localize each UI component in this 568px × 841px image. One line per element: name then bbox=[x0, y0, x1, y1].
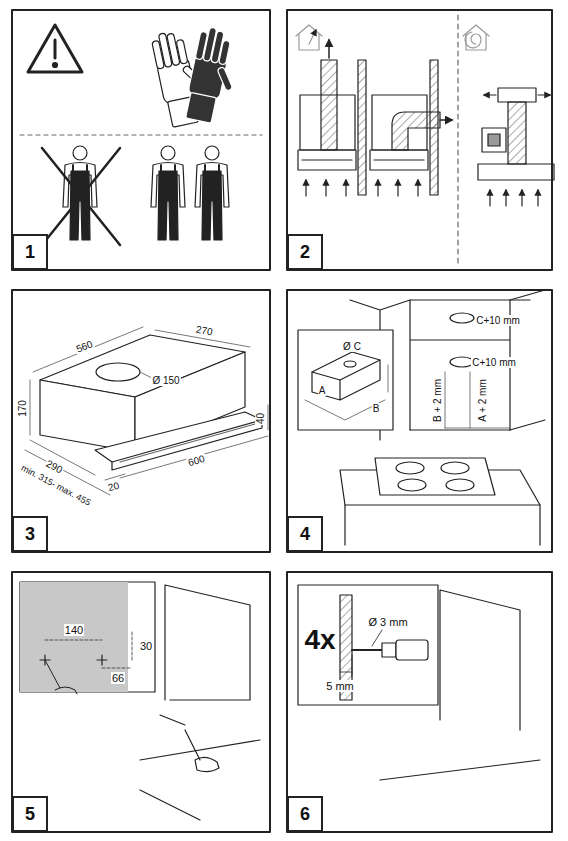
step-number-text: 6 bbox=[300, 804, 310, 825]
dimension-label: Ø C bbox=[342, 341, 362, 352]
drilling-drawing bbox=[298, 585, 540, 780]
extraction-icon bbox=[296, 25, 322, 50]
step-number-text: 4 bbox=[300, 524, 310, 545]
dimension-label: C+10 mm bbox=[471, 357, 517, 368]
dimension-label: 66 bbox=[111, 672, 125, 684]
step-number: 6 bbox=[287, 796, 323, 832]
gloves bbox=[151, 25, 245, 128]
dimension-label: 170 bbox=[17, 399, 28, 418]
divider bbox=[20, 134, 262, 135]
step-number-text: 2 bbox=[300, 242, 310, 263]
quantity-label: 4x bbox=[303, 625, 336, 656]
dimension-label: 290 bbox=[43, 457, 65, 475]
dimension-label: 5 mm bbox=[325, 680, 355, 692]
step-number: 4 bbox=[287, 516, 323, 552]
ducted-hood-horizontal bbox=[370, 60, 452, 196]
dimension-label: A + 2 mm bbox=[476, 378, 487, 423]
recirculation-hood bbox=[478, 88, 554, 206]
recirculation-icon bbox=[463, 25, 489, 50]
dimension-label: 270 bbox=[194, 323, 214, 337]
divider bbox=[457, 15, 458, 265]
dimension-label: 600 bbox=[186, 452, 207, 468]
dimension-label: 40 bbox=[256, 411, 267, 424]
persons bbox=[42, 146, 229, 245]
dimension-label: A bbox=[318, 385, 327, 396]
step-number: 1 bbox=[12, 234, 48, 270]
panel-frame bbox=[12, 10, 552, 832]
cabinet-and-hob bbox=[298, 290, 545, 545]
dimension-label: Ø 150 bbox=[151, 375, 180, 386]
dimension-label: B bbox=[372, 403, 381, 414]
dimension-label: Ø 3 mm bbox=[367, 616, 408, 628]
step-number: 2 bbox=[287, 234, 323, 270]
step-number-text: 3 bbox=[25, 524, 35, 545]
dimension-label: 140 bbox=[64, 624, 84, 636]
step-number-text: 5 bbox=[25, 804, 35, 825]
dimension-label: 560 bbox=[73, 337, 94, 354]
dimension-label: C+10 mm bbox=[475, 315, 521, 326]
step-number: 3 bbox=[12, 516, 48, 552]
step-number-text: 1 bbox=[25, 242, 35, 263]
step-number: 5 bbox=[12, 796, 48, 832]
dimension-label: B + 2 mm bbox=[432, 377, 443, 422]
dimension-label: 30 bbox=[139, 640, 153, 652]
warning-symbol bbox=[28, 25, 82, 72]
ducted-hood-vertical bbox=[298, 40, 366, 196]
dimension-label: 20 bbox=[106, 479, 122, 493]
hood-dimension-drawing bbox=[25, 327, 268, 495]
marking-drawing bbox=[20, 582, 260, 820]
